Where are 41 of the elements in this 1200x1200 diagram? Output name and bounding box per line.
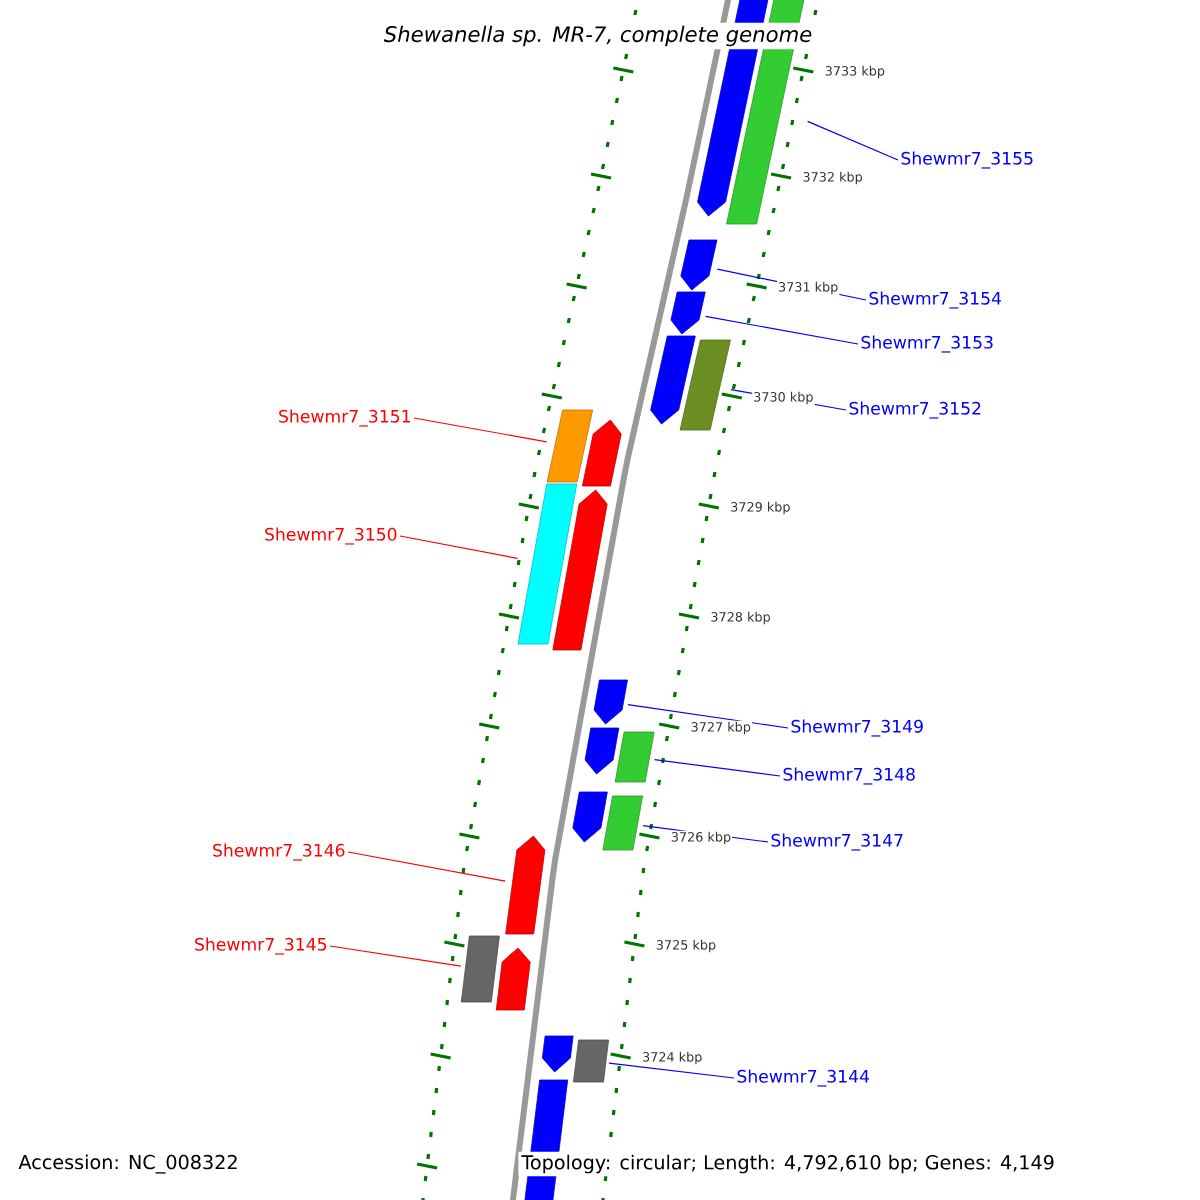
leader-line [807,120,899,161]
gene-block [584,727,620,775]
gene-block [593,679,628,725]
gene-label: Shewmr7_3145 [195,937,327,955]
gene-block [546,409,594,483]
gene-label: Shewmr7_3154 [869,291,1002,309]
gene-block [542,1035,574,1073]
gene-label: Shewmr7_3155 [901,151,1033,169]
gene-label: Shewmr7_3147 [771,833,903,851]
leader-line [413,417,548,443]
gene-block [572,791,608,843]
gene-label: Shewmr7_3149 [791,719,923,737]
gene-label: Shewmr7_3148 [783,767,915,785]
leader-line [653,759,781,777]
leader-line [608,1062,735,1079]
gene-label: Shewmr7_3146 [213,843,345,861]
leader-line [329,945,462,967]
gene-block [505,835,546,935]
gene-block [679,339,731,431]
leader-line [347,851,506,882]
gene-block [460,935,500,1003]
gene-block [517,483,578,645]
gene-label: Shewmr7_3151 [279,409,410,427]
gene-block [495,947,531,1011]
gene-block [552,489,608,651]
gene-label: Shewmr7_3153 [861,335,993,353]
gene-block [614,731,655,783]
gene-block [670,291,706,335]
gene-label: Shewmr7_3150 [265,527,397,545]
genome-info-text: Topology: circular; Length: 4,792,610 bp; Genes: 4,149 [518,1151,1058,1177]
gene-block [602,795,643,851]
gene-block [680,239,718,291]
gene-label: Shewmr7_3144 [737,1069,870,1087]
gene-block [573,1039,609,1083]
leader-line [399,535,519,559]
accession-text: Accession: NC_008322 [18,1154,237,1174]
leader-line [627,704,789,729]
gene-label: Shewmr7_3152 [849,401,981,419]
title: Shewanella sp. MR-7, complete genome [380,22,816,50]
leader-line [705,315,859,345]
gene-block [582,419,622,487]
